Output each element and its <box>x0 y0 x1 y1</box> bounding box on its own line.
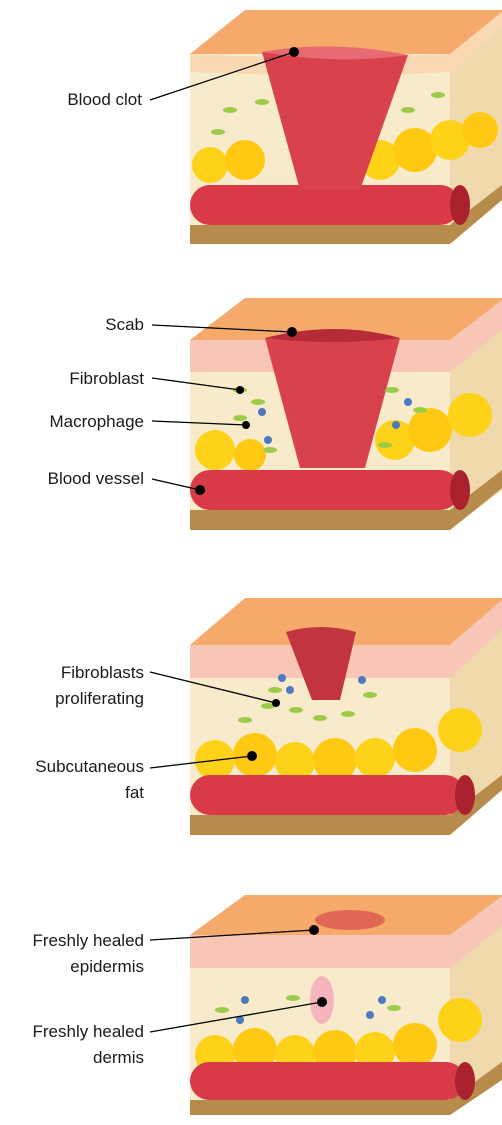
label-macrophage: Macrophage <box>49 411 144 433</box>
label-proliferating: proliferating <box>55 688 144 710</box>
label-fibroblast: Fibroblast <box>69 368 144 390</box>
stage-inflammation: Scab Fibroblast Macrophage Blood vessel <box>0 290 502 550</box>
label-dermis: dermis <box>93 1047 144 1069</box>
stage-remodeling: Freshly healed epidermis Freshly healed … <box>0 890 502 1125</box>
label-scab: Scab <box>105 314 144 336</box>
label-blood-vessel: Blood vessel <box>48 468 144 490</box>
blood-vessel <box>190 185 460 225</box>
label-blood-clot: Blood clot <box>67 89 142 111</box>
label-epidermis: epidermis <box>70 956 144 978</box>
stage-proliferation: Fibroblasts proliferating Subcutaneous f… <box>0 590 502 850</box>
label-freshly-healed-1: Freshly healed <box>32 930 144 952</box>
stage-blood-clot: Blood clot <box>0 0 502 260</box>
healed-epidermis-mark <box>315 910 385 930</box>
skin-block-illustration <box>0 590 502 850</box>
label-subcutaneous: Subcutaneous <box>35 756 144 778</box>
marker-dot <box>289 47 299 57</box>
blood-vessel <box>190 1062 465 1100</box>
label-fat: fat <box>125 782 144 804</box>
skin-block-illustration <box>0 0 502 260</box>
label-freshly-healed-2: Freshly healed <box>32 1021 144 1043</box>
blood-vessel <box>190 775 465 815</box>
skin-block-illustration <box>0 890 502 1125</box>
label-fibroblasts: Fibroblasts <box>61 662 144 684</box>
blood-vessel <box>190 470 460 510</box>
